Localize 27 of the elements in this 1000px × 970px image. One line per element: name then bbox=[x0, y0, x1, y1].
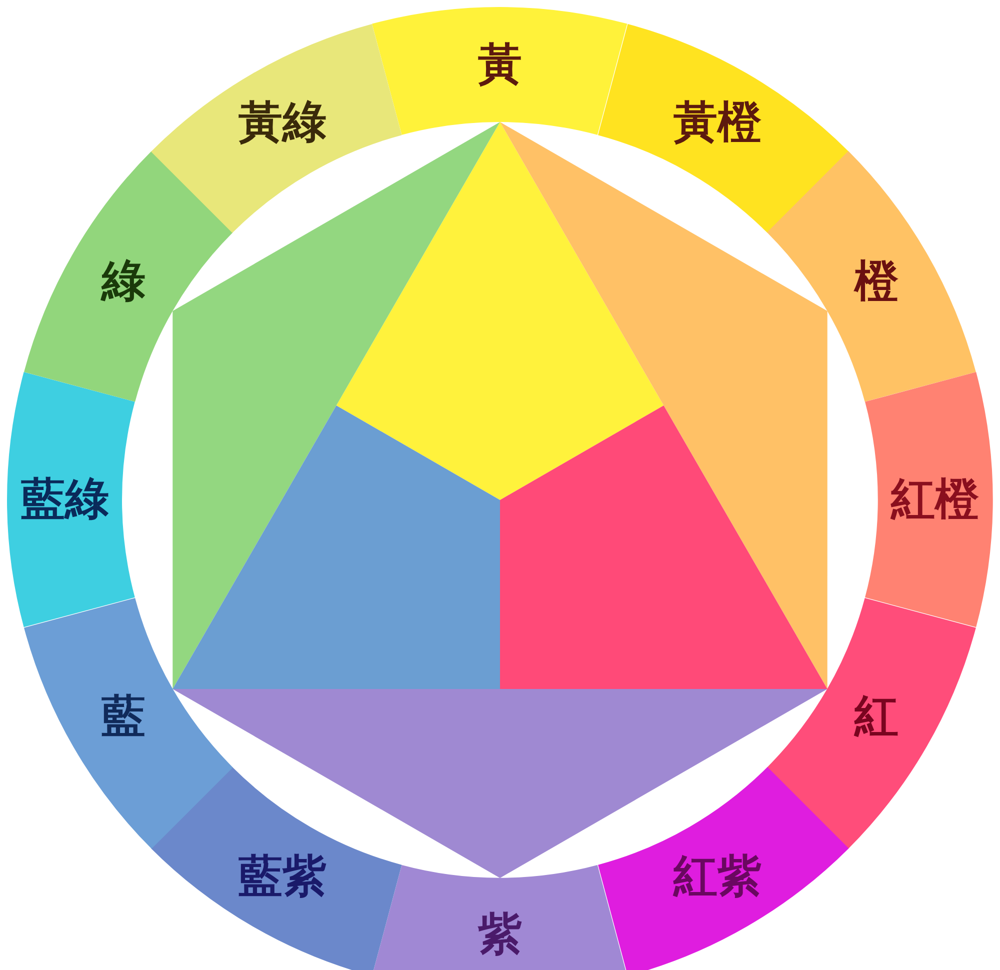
central-triangle-part bbox=[500, 406, 828, 689]
segment-label: 黃綠 bbox=[238, 101, 326, 146]
segment-label: 紅紫 bbox=[673, 854, 762, 899]
segment-label: 紫 bbox=[478, 912, 522, 957]
color-wheel-segment bbox=[372, 865, 628, 970]
segment-label: 紅橙 bbox=[890, 478, 979, 522]
color-wheel-segment bbox=[24, 151, 233, 402]
color-wheel-segment bbox=[7, 372, 135, 628]
segment-label: 藍紫 bbox=[238, 854, 326, 899]
color-wheel-segment bbox=[598, 767, 849, 970]
color-wheel-segment bbox=[24, 598, 233, 849]
color-wheel-segment bbox=[151, 767, 402, 970]
color-wheel-segment bbox=[865, 372, 993, 628]
segment-label: 綠 bbox=[101, 260, 146, 304]
central-triangle-part bbox=[172, 406, 500, 689]
central-triangle-part bbox=[336, 122, 664, 500]
color-wheel-segment bbox=[372, 7, 628, 135]
color-wheel-segment bbox=[598, 24, 849, 233]
segment-label: 藍 bbox=[101, 695, 146, 740]
segment-label: 黃橙 bbox=[673, 101, 762, 146]
segment-label: 橙 bbox=[854, 260, 899, 304]
segment-label: 藍綠 bbox=[21, 478, 109, 522]
segment-label: 黃 bbox=[478, 43, 522, 87]
color-wheel-segment bbox=[151, 24, 402, 233]
segment-label: 紅 bbox=[854, 695, 899, 740]
color-wheel-segment bbox=[767, 151, 976, 402]
color-wheel-segment bbox=[767, 598, 976, 849]
